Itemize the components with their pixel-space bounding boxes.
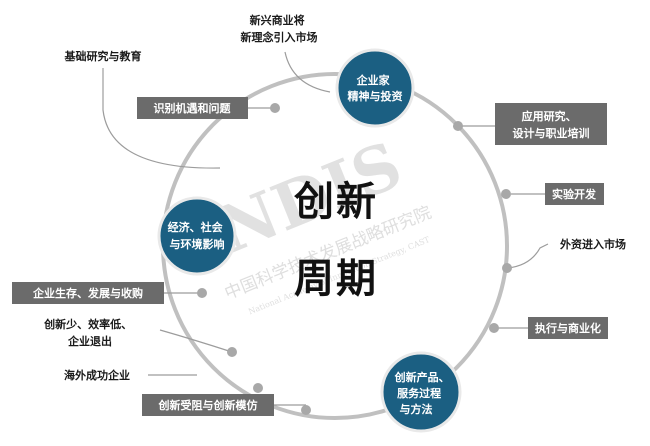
- dot-execute: [489, 323, 499, 333]
- box-experiment-label: 实验开发: [552, 187, 597, 201]
- connectors: [102, 51, 549, 406]
- node-econ: 经济、社会 与环境影响: [157, 196, 237, 276]
- label-low-innovation-line2: 企业退出: [67, 334, 112, 348]
- svg-text:创新少、效率低、 企业退出: 创新少、效率低、 企业退出: [43, 317, 136, 348]
- box-execute-label: 执行与商业化: [535, 321, 601, 335]
- node-product-line3: 与方法: [400, 402, 433, 416]
- box-experiment: 实验开发: [545, 183, 604, 205]
- node-entrepreneur-line2: 精神与投资: [348, 89, 403, 103]
- label-foreign-capital: 外资进入市场: [559, 237, 626, 251]
- label-low-innovation-line1: 创新少、效率低、: [43, 317, 132, 331]
- dot-identify: [270, 103, 280, 113]
- center-title-line1: 创新: [294, 179, 378, 225]
- label-new-business-line2: 新理念引入市场: [241, 30, 318, 44]
- label-overseas: 海外成功企业: [64, 368, 130, 382]
- connector-foreign: [506, 243, 549, 269]
- label-basic-research: 基础研究与教育: [64, 49, 142, 63]
- node-econ-line1: 经济、社会: [168, 220, 224, 234]
- center-title-line2: 周期: [294, 256, 378, 302]
- box-identify: 识别机遇和问题: [137, 97, 248, 119]
- node-product: 创新产品、 服务过程 与方法: [380, 351, 462, 433]
- node-product-line1: 创新产品、: [394, 370, 450, 384]
- svg-text:新兴商业将 新理念引入市场: 新兴商业将 新理念引入市场: [241, 13, 318, 44]
- svg-text:应用研究、 设计与职业培训: 应用研究、 设计与职业培训: [513, 109, 590, 140]
- box-obstacle-label: 创新受阻与创新模仿: [158, 398, 258, 412]
- svg-text:创新产品、 服务过程 与方法: 创新产品、 服务过程 与方法: [394, 370, 454, 416]
- dot-enterprise: [197, 288, 207, 298]
- svg-text:企业家 精神与投资: 企业家 精神与投资: [348, 73, 403, 103]
- connector-basic-research: [102, 68, 221, 169]
- box-applied: 应用研究、 设计与职业培训: [495, 103, 607, 145]
- svg-text:经济、社会 与环境影响: 经济、社会 与环境影响: [168, 220, 227, 251]
- box-enterprise-label: 企业生存、发展与收购: [32, 286, 143, 300]
- box-obstacle: 创新受阻与创新模仿: [142, 394, 274, 416]
- node-econ-line2: 与环境影响: [170, 237, 225, 251]
- box-execute: 执行与商业化: [528, 317, 608, 339]
- dot-low-innovation: [227, 347, 237, 357]
- node-product-line2: 服务过程: [397, 386, 441, 400]
- label-new-business-line1: 新兴商业将: [250, 13, 305, 27]
- dot-applied: [453, 121, 463, 131]
- node-entrepreneur: 企业家 精神与投资: [335, 48, 415, 128]
- box-enterprise: 企业生存、发展与收购: [12, 282, 164, 304]
- dot-foreign: [502, 263, 512, 273]
- ring-dots: [197, 103, 512, 415]
- node-entrepreneur-line1: 企业家: [356, 73, 391, 87]
- node-entrepreneur-circle: [335, 48, 415, 128]
- node-product-circle: [380, 351, 462, 433]
- box-identify-label: 识别机遇和问题: [154, 101, 232, 115]
- dot-experiment: [501, 189, 511, 199]
- dot-overseas: [253, 383, 263, 393]
- connector-low-innovation: [159, 329, 233, 353]
- dot-obstacle: [301, 405, 311, 415]
- node-econ-circle: [157, 196, 237, 276]
- box-applied-line1: 应用研究、: [522, 109, 577, 123]
- box-applied-line2: 设计与职业培训: [513, 126, 590, 140]
- connector-new-business: [284, 51, 331, 93]
